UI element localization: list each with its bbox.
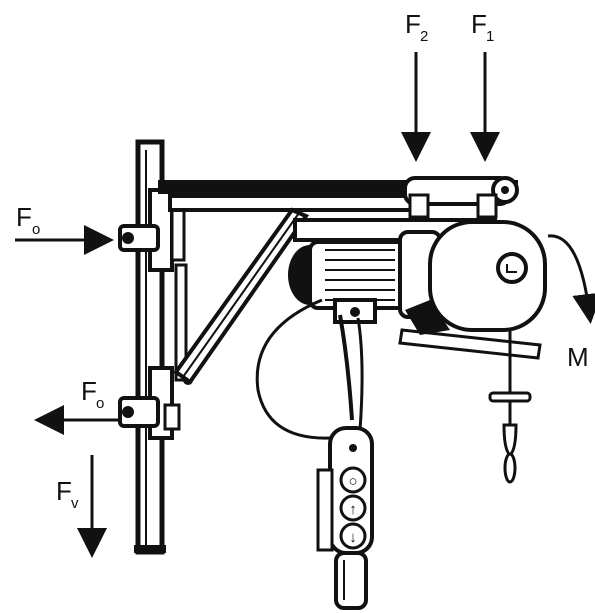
pendant-cable xyxy=(255,298,364,440)
hoist-motor xyxy=(288,218,497,324)
label-fv-sub: v xyxy=(71,495,79,512)
label-f1-sub: 1 xyxy=(486,28,494,45)
upper-clamp xyxy=(118,188,188,382)
pendant-button-up: ↑ xyxy=(339,494,367,522)
label-m-main: M xyxy=(567,342,589,372)
label-fo-top-main: F xyxy=(16,202,32,232)
moment-arrow-m xyxy=(547,234,595,324)
label-fv-main: F xyxy=(56,476,72,506)
label-fo-top-sub: o xyxy=(32,221,40,238)
label-f2-main: F xyxy=(405,9,421,39)
label-f2: F 2 xyxy=(405,9,428,45)
pendant-control: ○ ↑ ↓ xyxy=(316,426,374,610)
label-m: M xyxy=(567,342,589,372)
diagonal-brace xyxy=(173,207,310,385)
label-fo-bottom-main: F xyxy=(81,376,97,406)
hook-assembly xyxy=(488,330,532,484)
pendant-button-stop-symbol: ○ xyxy=(348,473,357,490)
pendant-button-stop: ○ xyxy=(339,466,367,494)
label-f1-main: F xyxy=(471,9,487,39)
label-fo-bottom-sub: o xyxy=(96,395,104,412)
pendant-button-up-symbol: ↑ xyxy=(349,501,357,518)
label-fv: F v xyxy=(56,476,79,512)
pendant-button-down-symbol: ↓ xyxy=(349,529,357,546)
winch-drum xyxy=(428,220,547,332)
boom-arm xyxy=(158,176,519,219)
label-f1: F 1 xyxy=(471,9,494,45)
lower-plate xyxy=(398,300,542,360)
pendant-button-down: ↓ xyxy=(339,522,367,550)
label-fo-bottom: F o xyxy=(81,376,104,412)
label-fo-top: F o xyxy=(16,202,40,238)
label-f2-sub: 2 xyxy=(420,28,428,45)
